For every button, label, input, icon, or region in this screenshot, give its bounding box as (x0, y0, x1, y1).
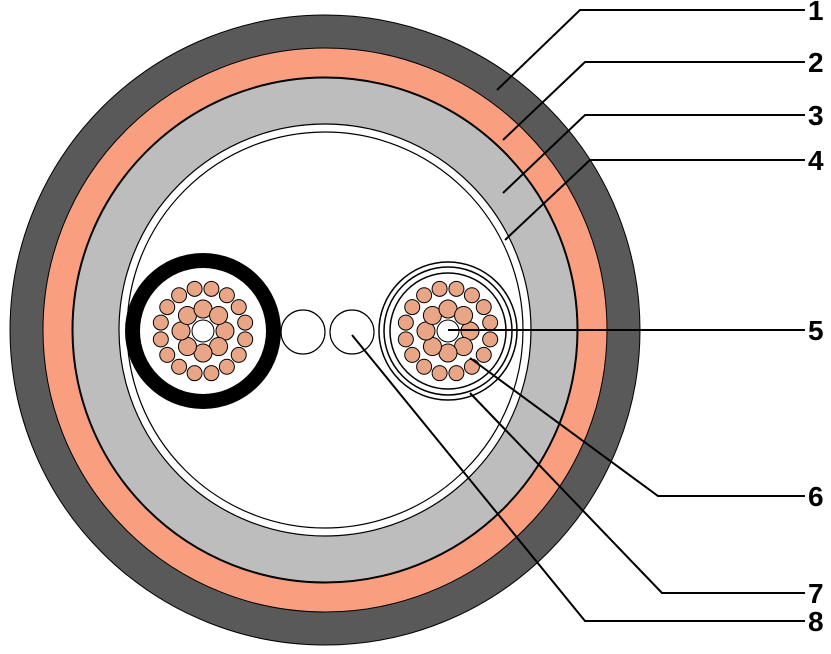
right-core-outer-wire (448, 365, 465, 382)
left-core-inner-wire (209, 305, 229, 325)
right-core-outer-wire (482, 331, 499, 348)
callout-label-8: 8 (808, 606, 824, 637)
left-core-outer-wire (171, 358, 188, 375)
left-core-outer-wire (218, 358, 235, 375)
leader-line-2 (502, 61, 805, 141)
callout-label-7: 7 (808, 578, 824, 609)
fillers (280, 309, 375, 355)
left-core-wires (152, 280, 254, 382)
right-core-wires (397, 280, 499, 382)
left-core-outer-wire (237, 314, 254, 331)
right-core-outer-wire (475, 346, 492, 363)
leader-line-7 (469, 392, 805, 594)
right-core-outer-wire (463, 358, 480, 375)
right-core-outer-wire (416, 287, 433, 304)
left-core-outer-wire (237, 331, 254, 348)
left-core-outer-wire (159, 346, 176, 363)
callout-label-2: 2 (808, 47, 824, 78)
filler-left (280, 309, 326, 355)
leader-lines (351, 9, 805, 622)
left-core-outer-wire (203, 365, 220, 382)
right-core-inner-wire (454, 305, 474, 325)
right-core-outer-wire (431, 365, 448, 382)
left-core-outer-wire (171, 287, 188, 304)
leader-line-4 (504, 159, 805, 241)
left-core-outer-wire (203, 280, 220, 297)
right-core-outer-wire (416, 358, 433, 375)
callout-label-6: 6 (808, 481, 824, 512)
callout-label-3: 3 (808, 100, 824, 131)
right-core-outer-wire (475, 299, 492, 316)
left-core-outer-wire (230, 299, 247, 316)
leader-line-6 (469, 357, 805, 497)
callout-label-4: 4 (808, 145, 824, 176)
left-core-center-strand (191, 319, 215, 343)
left-core-outer-wire (186, 365, 203, 382)
leader-line-8 (351, 334, 805, 622)
right-core-outer-wire (397, 331, 414, 348)
left-core-outer-wire (230, 346, 247, 363)
left-core (125, 253, 281, 409)
right-core-outer-wire (404, 346, 421, 363)
right-core-outer-wire (404, 299, 421, 316)
callout-label-5: 5 (808, 315, 824, 346)
left-core-outer-wire (218, 287, 235, 304)
callout-label-1: 1 (808, 0, 824, 26)
left-core-outer-wire (152, 314, 169, 331)
right-core-outer-wire (397, 314, 414, 331)
right-core-outer-wire (431, 280, 448, 297)
leader-line-3 (502, 114, 805, 194)
right-core-outer-wire (448, 280, 465, 297)
callout-labels: 1 2 3 4 5 6 7 8 (808, 0, 824, 637)
right-core-outer-wire (463, 287, 480, 304)
left-core-outer-wire (159, 299, 176, 316)
filler-right (329, 309, 375, 355)
left-core-outer-wire (186, 280, 203, 297)
left-core-outer-wire (152, 331, 169, 348)
right-core-outer-wire (482, 314, 499, 331)
leader-line-1 (496, 9, 805, 91)
